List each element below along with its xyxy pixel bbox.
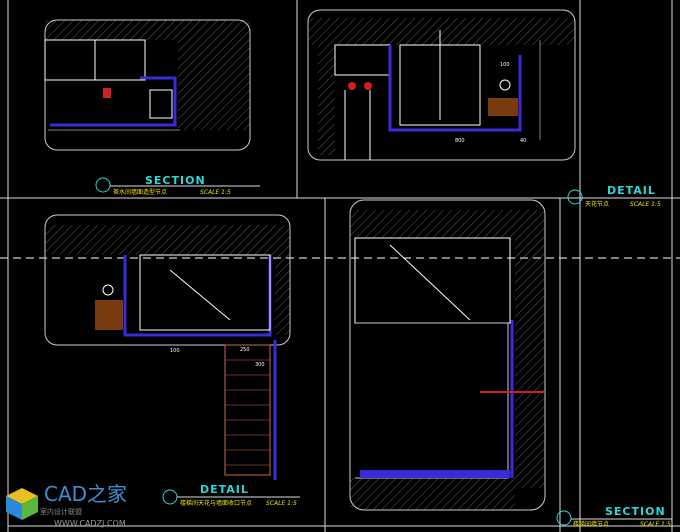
dimension-label: 100	[500, 62, 510, 68]
section-marker	[95, 177, 111, 193]
cube-logo-icon	[6, 488, 38, 520]
panel-4-title: SECTION	[605, 505, 666, 518]
panel-4-subtitle: 楼梯间墙节点	[573, 521, 610, 528]
section-marker	[567, 189, 583, 205]
panel-1-title: SECTION	[145, 174, 206, 187]
dimension-label: 100	[170, 348, 180, 354]
watermark-logo: CAD之家 室内设计联盟 WWW.CADZJ.COM	[4, 482, 164, 530]
panel-3-scale: SCALE 1:5	[266, 500, 297, 507]
panel-4-section	[349, 199, 546, 511]
dimension-label: 250	[240, 347, 250, 353]
section-marker	[556, 510, 572, 526]
dimension-label: 300	[255, 362, 265, 368]
panel-1-subtitle: 茶水间墙面造型节点	[113, 189, 168, 196]
panel-2-title: DETAIL	[607, 184, 656, 197]
panel-1-scale: SCALE 1:5	[200, 189, 231, 196]
section-marker	[162, 489, 178, 505]
panel-3-subtitle: 楼梯间天花与墙面收口节点	[180, 500, 253, 507]
watermark-tagline: 室内设计联盟	[40, 508, 82, 516]
dimension-label: 40	[520, 138, 527, 144]
panel-2-subtitle: 天花节点	[585, 201, 610, 208]
panel-2-detail	[307, 9, 576, 161]
dimension-label: 800	[455, 138, 465, 144]
watermark-url: WWW.CADZJ.COM	[54, 519, 126, 528]
watermark-brand: CAD之家	[44, 482, 128, 506]
panel-2-scale: SCALE 1:5	[630, 201, 661, 208]
panel-4-scale: SCALE 1:5	[640, 521, 671, 528]
panel-1-section	[44, 19, 251, 151]
panel-3-title: DETAIL	[200, 483, 249, 496]
panel-3-detail	[44, 214, 291, 480]
